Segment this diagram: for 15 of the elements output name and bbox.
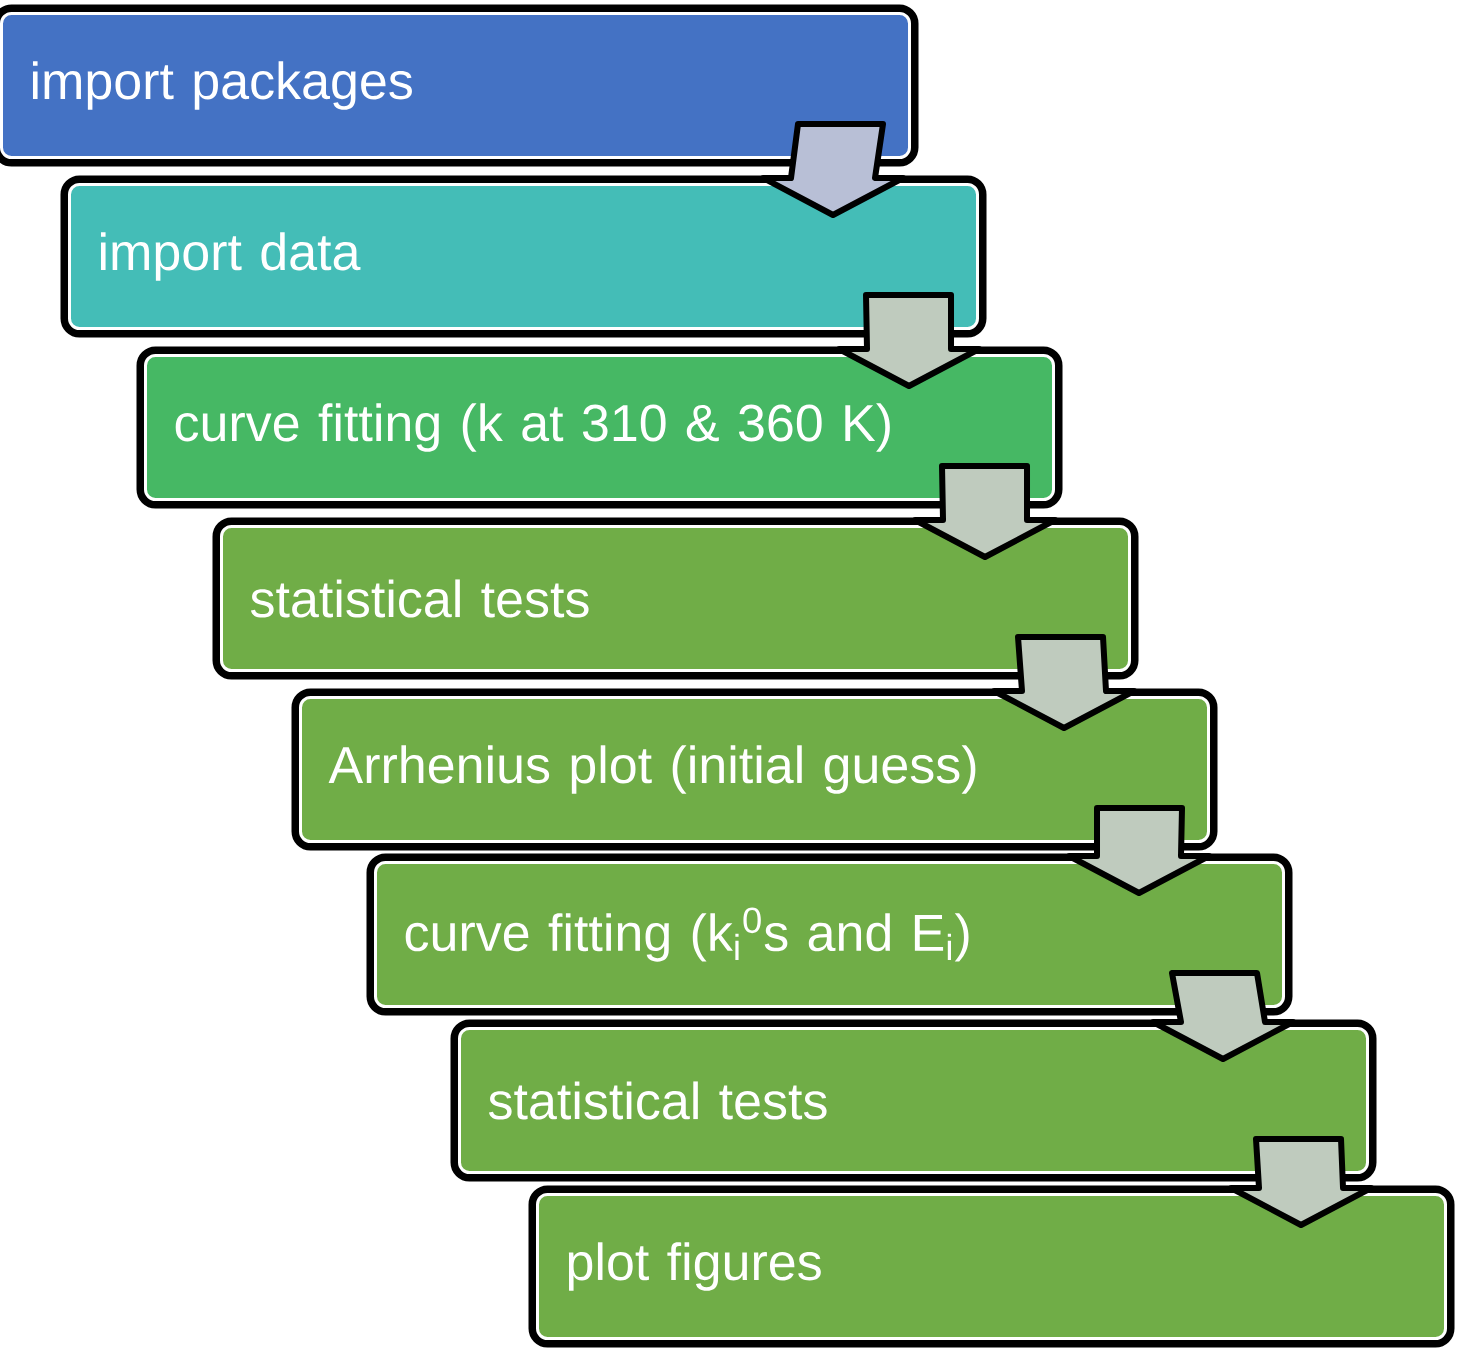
block-arrow [912, 463, 1058, 560]
process-box: curve fitting (k at 310 & 360 K) [136, 346, 1063, 509]
process-box: statistical tests [450, 1019, 1377, 1182]
process-box: statistical tests [212, 517, 1139, 680]
block-arrow [1228, 1136, 1374, 1228]
process-box: import packages [0, 4, 919, 167]
process-box: plot figures [528, 1185, 1455, 1348]
block-arrow [1150, 970, 1296, 1062]
block-arrow [991, 634, 1137, 731]
process-box: curve fitting (k$_{i}$$^{0}$s and E$_{i}$) [366, 853, 1293, 1016]
process-box: import data [60, 175, 987, 338]
block-arrow [1066, 805, 1212, 896]
block-arrow [836, 292, 982, 389]
block-arrow [760, 121, 906, 218]
process-box: Arrhenius plot (initial guess) [291, 688, 1218, 851]
